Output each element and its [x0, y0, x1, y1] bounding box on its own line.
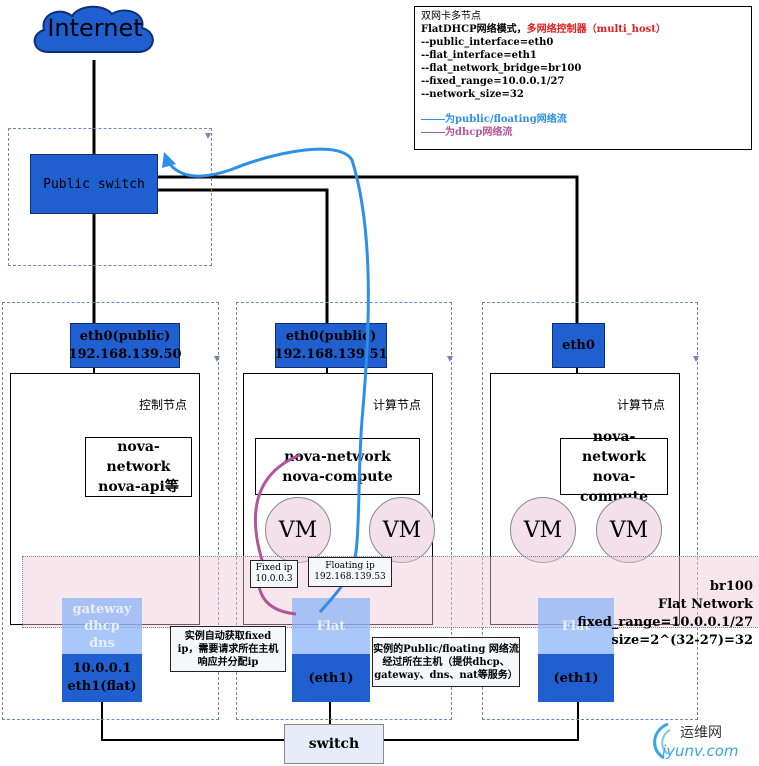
watermark-name: 运维网 [680, 725, 722, 741]
public-flow-note: 实例的Public/floating 网络流 经过所在主机（提供dhcp、 ga… [372, 637, 520, 687]
legend-mode: FlatDHCP网络模式，多网络控制器（multi_host） [421, 24, 666, 35]
flat-link-compute2 [383, 702, 579, 741]
legend-param: --flat_interface=eth1 [421, 50, 537, 61]
legend-multihost: 多网络控制器（multi_host） [526, 24, 666, 35]
control-node-label: 控制节点 [139, 398, 188, 412]
control-gateway-services: gateway dhcp dns [62, 598, 142, 654]
public-switch: Public switch [30, 154, 158, 214]
watermark-logo-icon [653, 722, 671, 760]
compute-1-services: nova-network nova-compute [255, 438, 420, 495]
compute-node-1-label: 计算节点 [373, 398, 422, 412]
compute-1-eth0-interface: eth0(public) 192.168.139.51 [274, 323, 388, 368]
flat-switch: switch [284, 724, 384, 764]
fixed-ip-tag: Fixed ip 10.0.0.3 [250, 560, 298, 588]
compute-2-eth0-interface: eth0 [552, 323, 605, 368]
compute-2-services: nova-network nova-compute [560, 429, 668, 505]
flat-link-control [101, 702, 284, 741]
compute-node-2-label: 计算节点 [617, 398, 666, 412]
internet-cloud-icon [33, 5, 154, 53]
floating-ip-tag: Floating ip 192.168.139.53 [308, 557, 392, 587]
legend-param: --flat_network_bridge=br100 [421, 63, 582, 74]
legend-param: --fixed_range=10.0.0.1/27 [421, 76, 565, 87]
control-eth1-interface: 10.0.0.1 eth1(flat) [62, 654, 142, 702]
legend-param: --network_size=32 [421, 89, 524, 100]
control-services: nova-network nova-api等 [85, 437, 192, 497]
legend-dhcp-flow: 为dhcp网络流 [421, 126, 745, 139]
legend-title: 双网卡多节点 [421, 11, 481, 22]
legend-param: --public_interface=eth0 [421, 37, 554, 48]
br100-label: br100 Flat Network fixed_range=10.0.0.1/… [577, 579, 753, 648]
watermark-url: iyunv.com [662, 742, 739, 760]
compute-2-eth1-interface: (eth1) [538, 654, 614, 702]
compute-node-2-region [482, 302, 698, 720]
dhcp-note: 实例自动获取fixed ip，需要请求所在主机 响应并分配ip [170, 626, 286, 672]
legend-box: 双网卡多节点 FlatDHCP网络模式，多网络控制器（multi_host） -… [414, 6, 752, 150]
internet-label: Internet [47, 14, 143, 42]
vm-compute2-a: VM [510, 497, 576, 563]
vm-compute2-b: VM [596, 497, 662, 563]
control-eth0-interface: eth0(public) 192.168.139.50 [68, 323, 182, 368]
vm-compute1-a: VM [265, 497, 331, 563]
compute-1-eth1-interface: (eth1) [292, 654, 370, 702]
vm-compute1-b: VM [369, 497, 435, 563]
compute-1-flat-label: Flat [292, 598, 370, 654]
blue-line-swatch [421, 119, 445, 120]
compute-2-flat-label: Flat [538, 598, 614, 654]
legend-public-flow: 为public/floating网络流 [421, 113, 745, 126]
pink-line-swatch [421, 132, 445, 133]
